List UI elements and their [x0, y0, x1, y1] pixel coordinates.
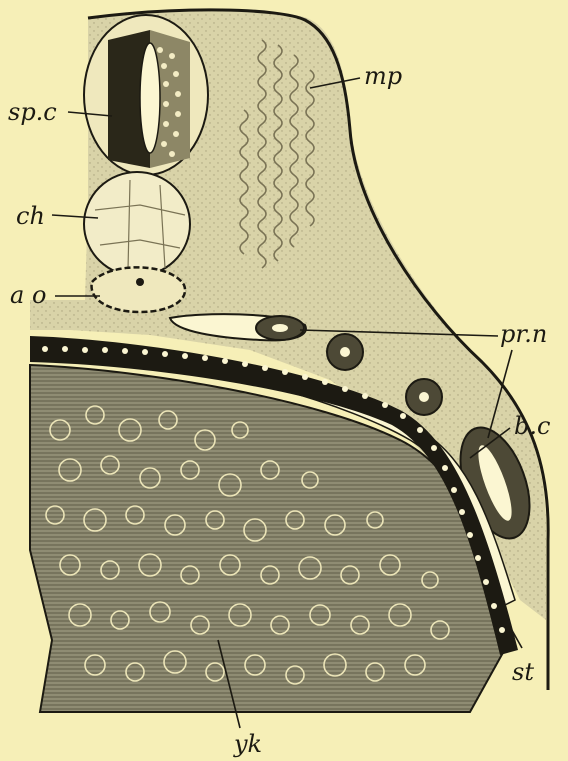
label-yolk: yk: [233, 730, 262, 758]
spinal-cord: [84, 15, 208, 175]
label-muscle-plate: mp: [364, 62, 402, 90]
label-somatopleure: st: [512, 658, 534, 686]
label-body-cavity: b.c: [514, 412, 550, 440]
label-notochord: ch: [16, 202, 45, 230]
notochord: [84, 172, 190, 276]
label-aorta: a o: [10, 281, 46, 309]
label-pronephros: pr.n: [500, 320, 547, 348]
label-spinal-cord: sp.c: [8, 98, 57, 126]
